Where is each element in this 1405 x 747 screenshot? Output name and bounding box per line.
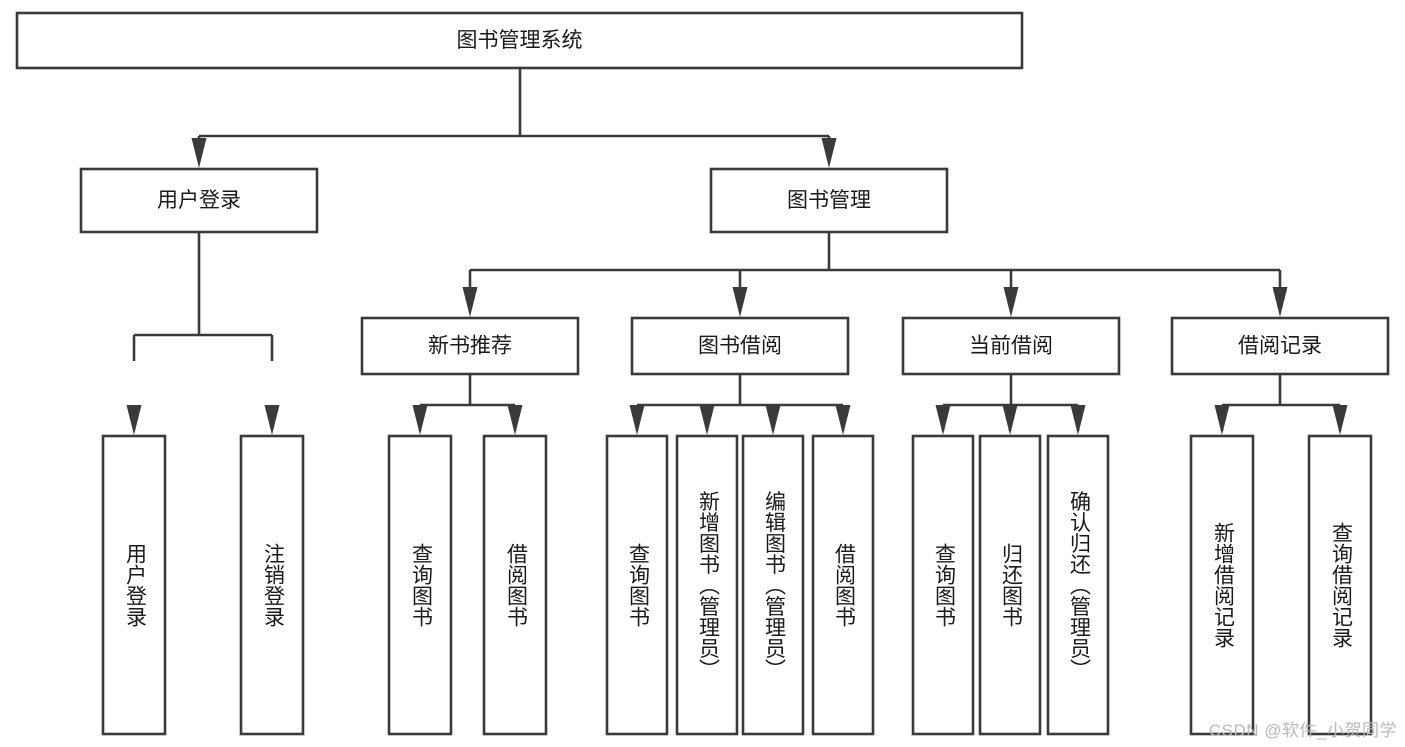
node-label-leaf-borrow-book: 借阅图书 xyxy=(832,543,856,627)
node-box-leaf-query-book-current xyxy=(911,434,975,736)
node-box-book-borrow xyxy=(630,316,850,376)
arrow-head-icon xyxy=(732,287,748,317)
arrow-head-icon xyxy=(935,405,951,435)
node-box-leaf-edit-book-admin xyxy=(741,434,805,736)
node-book-borrow[interactable]: 图书借阅 xyxy=(630,316,850,376)
node-label-current-borrow: 当前借阅 xyxy=(969,335,1053,358)
node-label-leaf-query-book-current: 查询图书 xyxy=(932,543,956,627)
node-box-current-borrow xyxy=(901,316,1121,376)
node-box-leaf-add-book-admin xyxy=(675,434,739,736)
node-box-leaf-query-borrow-record xyxy=(1307,434,1373,736)
node-label-leaf-logout: 注销登录 xyxy=(261,543,285,627)
node-label-root: 图书管理系统 xyxy=(457,29,583,52)
arrow-head-icon xyxy=(1214,405,1230,435)
node-leaf-return-book[interactable]: 归还图书 xyxy=(978,434,1042,736)
node-label-leaf-user-login: 用户登录 xyxy=(123,543,147,627)
node-leaf-query-book-borrow[interactable]: 查询图书 xyxy=(605,434,669,736)
node-box-new-book-recommend xyxy=(360,316,580,376)
arrow-head-icon xyxy=(835,405,851,435)
node-box-leaf-query-book-recommend xyxy=(387,434,453,736)
node-label-leaf-add-book-admin: 新增图书（管理员） xyxy=(696,491,720,680)
node-new-book-recommend[interactable]: 新书推荐 xyxy=(360,316,580,376)
node-box-leaf-borrow-book-recommend xyxy=(482,434,548,736)
node-label-book-borrow: 图书借阅 xyxy=(698,335,782,358)
node-box-leaf-logout xyxy=(239,434,305,736)
node-label-leaf-add-borrow-record: 新增借阅记录 xyxy=(1211,522,1235,648)
node-leaf-query-book-current[interactable]: 查询图书 xyxy=(911,434,975,736)
node-box-user-login xyxy=(79,167,319,234)
node-user-login[interactable]: 用户登录 xyxy=(79,167,319,234)
node-label-leaf-borrow-book-recommend: 借阅图书 xyxy=(504,543,528,627)
node-root[interactable]: 图书管理系统 xyxy=(15,11,1024,70)
node-label-leaf-query-borrow-record: 查询借阅记录 xyxy=(1329,522,1353,648)
node-box-root xyxy=(15,11,1024,70)
arrow-head-icon xyxy=(412,405,428,435)
node-label-borrow-records: 借阅记录 xyxy=(1238,335,1322,358)
node-borrow-records[interactable]: 借阅记录 xyxy=(1170,316,1390,376)
node-label-book-management: 图书管理 xyxy=(787,189,871,212)
arrow-head-icon xyxy=(462,287,478,317)
arrow-head-icon xyxy=(821,138,837,168)
node-leaf-borrow-book-recommend[interactable]: 借阅图书 xyxy=(482,434,548,736)
node-box-leaf-add-borrow-record xyxy=(1189,434,1255,736)
node-box-borrow-records xyxy=(1170,316,1390,376)
arrow-head-icon xyxy=(765,405,781,435)
node-box-leaf-borrow-book xyxy=(811,434,875,736)
node-book-management[interactable]: 图书管理 xyxy=(709,167,949,234)
node-leaf-confirm-return-admin[interactable]: 确认归还（管理员） xyxy=(1046,434,1110,736)
node-leaf-logout[interactable]: 注销登录 xyxy=(239,434,305,736)
node-label-user-login: 用户登录 xyxy=(157,189,241,212)
node-current-borrow[interactable]: 当前借阅 xyxy=(901,316,1121,376)
arrow-head-icon xyxy=(191,138,207,168)
node-label-new-book-recommend: 新书推荐 xyxy=(428,335,512,358)
node-leaf-add-borrow-record[interactable]: 新增借阅记录 xyxy=(1189,434,1255,736)
arrow-head-icon xyxy=(1332,405,1348,435)
arrow-head-icon xyxy=(629,405,645,435)
node-leaf-edit-book-admin[interactable]: 编辑图书（管理员） xyxy=(741,434,805,736)
arrow-head-icon xyxy=(507,405,523,435)
arrow-head-icon xyxy=(1002,405,1018,435)
node-box-leaf-confirm-return-admin xyxy=(1046,434,1110,736)
node-leaf-add-book-admin[interactable]: 新增图书（管理员） xyxy=(675,434,739,736)
node-box-leaf-return-book xyxy=(978,434,1042,736)
node-leaf-borrow-book[interactable]: 借阅图书 xyxy=(811,434,875,736)
node-label-leaf-return-book: 归还图书 xyxy=(999,543,1023,627)
node-leaf-query-book-recommend[interactable]: 查询图书 xyxy=(387,434,453,736)
arrow-head-icon xyxy=(699,405,715,435)
node-layer: 图书管理系统用户登录图书管理新书推荐图书借阅当前借阅借阅记录用户登录注销登录查询… xyxy=(15,11,1390,736)
connector-layer xyxy=(126,68,1348,435)
node-leaf-user-login[interactable]: 用户登录 xyxy=(101,434,167,736)
arrow-head-icon xyxy=(1272,287,1288,317)
node-label-leaf-edit-book-admin: 编辑图书（管理员） xyxy=(762,491,786,680)
node-box-leaf-query-book-borrow xyxy=(605,434,669,736)
node-box-book-management xyxy=(709,167,949,234)
node-leaf-query-borrow-record[interactable]: 查询借阅记录 xyxy=(1307,434,1373,736)
arrow-head-icon xyxy=(1003,287,1019,317)
arrow-head-icon xyxy=(264,405,280,435)
node-label-leaf-query-book-borrow: 查询图书 xyxy=(626,543,650,627)
node-label-leaf-query-book-recommend: 查询图书 xyxy=(409,543,433,627)
arrow-head-icon xyxy=(1070,405,1086,435)
arrow-head-icon xyxy=(126,405,142,435)
node-box-leaf-user-login xyxy=(101,434,167,736)
node-label-leaf-confirm-return-admin: 确认归还（管理员） xyxy=(1067,491,1091,680)
